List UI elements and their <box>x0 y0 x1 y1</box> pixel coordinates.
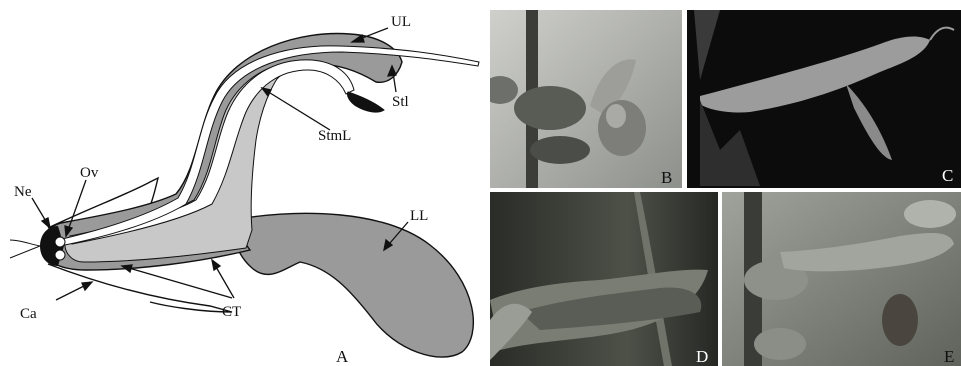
photo-b <box>482 10 682 188</box>
panel-label-c: C <box>942 166 953 185</box>
label-ct: CT <box>222 304 241 320</box>
label-stml: StmL <box>318 128 351 144</box>
label-ne: Ne <box>14 184 32 200</box>
panel-label-b: B <box>661 168 672 187</box>
panel-label-a: A <box>336 347 349 366</box>
pedicel <box>10 240 40 258</box>
lower-lip-shape <box>232 213 473 357</box>
label-ov: Ov <box>80 165 99 181</box>
label-ca: Ca <box>20 306 37 322</box>
panel-label-d: D <box>696 347 708 366</box>
label-ll: LL <box>410 208 428 224</box>
panel-label-e: E <box>944 347 954 366</box>
photo-e <box>722 192 961 366</box>
label-stl: Stl <box>392 94 409 110</box>
ovary-upper <box>55 237 65 247</box>
label-ul: UL <box>391 14 411 30</box>
ovary-lower <box>55 250 65 260</box>
flower-diagram: UL Stl StmL LL Ne Ov Ca CT A <box>10 14 479 366</box>
photo-d <box>490 192 718 366</box>
stigma-lobe-shape <box>347 92 384 112</box>
photo-c <box>687 10 961 188</box>
